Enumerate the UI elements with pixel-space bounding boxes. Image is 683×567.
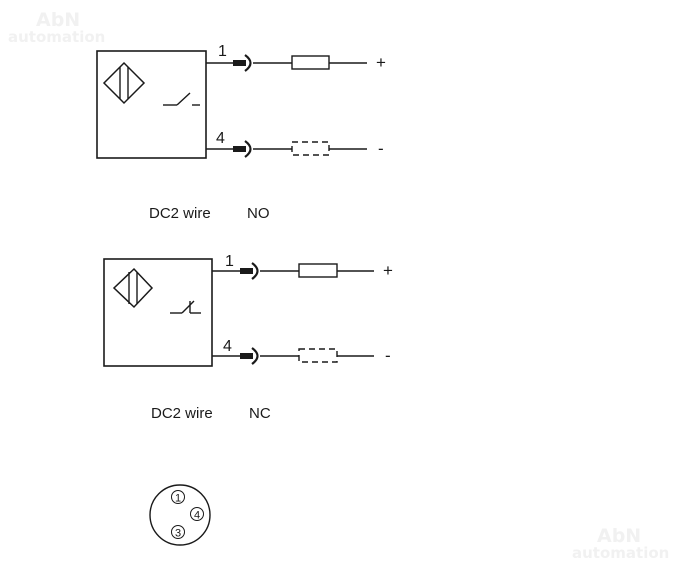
wire-pin-4: 4 -: [212, 338, 391, 365]
watermark-top-left: AbN automation: [8, 9, 105, 46]
connector-plug-icon: [240, 353, 253, 359]
connector-pin-label: 4: [194, 510, 200, 522]
terminal-negative-label: -: [378, 139, 384, 158]
connector-pin: 3: [171, 525, 185, 540]
inductive-sensor-icon: [102, 61, 146, 105]
diagram-caption-mode: NO: [247, 205, 270, 222]
diagram-caption-mode: NC: [249, 405, 271, 422]
connector-pin-label: 3: [175, 528, 181, 540]
terminal-negative-label: -: [385, 346, 391, 365]
connector-socket-icon: [244, 140, 252, 158]
watermark-subtitle-text: automation: [572, 544, 669, 562]
connector-face-icon: [149, 484, 211, 546]
connector-pin: 1: [171, 490, 185, 505]
connector-socket-icon: [251, 347, 259, 365]
wire-pin-4: 4 -: [206, 130, 384, 158]
terminal-positive-label: +: [383, 261, 393, 280]
connector-plug-icon: [240, 268, 253, 274]
optional-load-icon: [298, 348, 338, 363]
diagram-caption-type: DC2 wire: [151, 405, 213, 422]
inductive-sensor-icon: [112, 267, 154, 309]
connector-pin: 4: [190, 507, 204, 522]
wire-pin-1: 1 +: [212, 253, 393, 280]
watermark-subtitle-text: automation: [8, 28, 105, 46]
watermark-logo-text: AbN: [36, 9, 80, 31]
optional-load-icon: [291, 141, 330, 156]
connector-plug-icon: [233, 60, 246, 66]
terminal-positive-label: +: [376, 53, 386, 72]
wire-pin-1: 1 +: [206, 43, 386, 72]
normally-open-switch-icon: [163, 92, 200, 106]
diagram-caption-type: DC2 wire: [149, 205, 211, 222]
pin-number-label: 1: [225, 253, 234, 270]
sensor-body: [103, 258, 213, 367]
wiring-diagram-no: 1 + 4 - DC2 wire NO: [96, 43, 386, 222]
watermark-bottom-right: AbN automation: [572, 525, 669, 562]
connector-pin-label: 1: [175, 493, 181, 505]
connector-pinout: 1 4 3: [149, 484, 211, 546]
connector-socket-icon: [244, 54, 252, 72]
pin-number-label: 4: [216, 130, 225, 147]
load-resistor-icon: [291, 55, 330, 70]
watermark-logo-text: AbN: [597, 525, 641, 547]
normally-closed-switch-icon: [170, 300, 201, 314]
wiring-diagram-nc: 1 + 4 - DC2 wire NC: [103, 253, 393, 422]
connector-plug-icon: [233, 146, 246, 152]
pin-number-label: 4: [223, 338, 232, 355]
sensor-body: [96, 50, 207, 159]
load-resistor-icon: [298, 263, 338, 278]
connector-socket-icon: [251, 262, 259, 280]
pin-number-label: 1: [218, 43, 227, 60]
